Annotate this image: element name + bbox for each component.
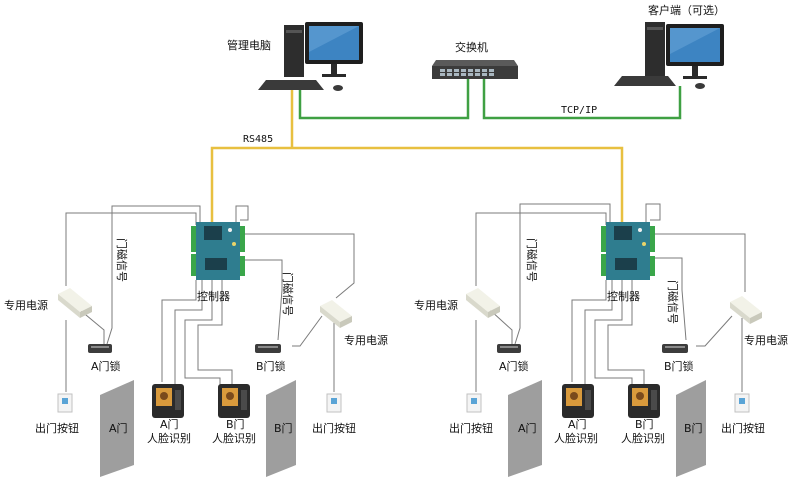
exit-button-icon	[326, 393, 342, 413]
face-a-label-line1: A门	[568, 417, 587, 431]
client-label: 客户端（可选）	[648, 3, 725, 17]
lock-a-label: A门锁	[499, 359, 529, 373]
pc-tower-icon	[284, 25, 304, 77]
power-label-b: 专用电源	[344, 333, 388, 347]
controller-label: 控制器	[607, 289, 640, 303]
face-terminal-icon	[562, 384, 594, 418]
door-icon	[266, 380, 296, 477]
door-icon	[508, 380, 542, 477]
mouse-icon	[695, 83, 705, 89]
door-sensor-label-b: 门磁信号	[281, 272, 295, 316]
lock-a-label: A门锁	[91, 359, 121, 373]
face-terminal-icon	[152, 384, 184, 418]
face-b-label-line2: 人脸识别	[621, 431, 665, 445]
tcpip-label: TCP/IP	[561, 105, 597, 116]
door-sensor-label-b: 门磁信号	[666, 280, 680, 324]
magnetic-lock-icon	[255, 344, 281, 353]
power-supply-icon	[730, 296, 762, 324]
keyboard-icon	[614, 76, 676, 86]
exit-button-label-a: 出门按钮	[35, 421, 79, 435]
controller-group-2: 控制器 门磁信号 门磁信号 专用电源 专用电源 A门锁 B门锁	[414, 203, 788, 477]
lock-b-label: B门锁	[256, 359, 286, 373]
door-icon	[676, 380, 706, 477]
face-a-label-line2: 人脸识别	[147, 431, 191, 445]
mouse-icon	[333, 85, 343, 91]
switch-icon	[432, 66, 518, 79]
door-sensor-label-a: 门磁信号	[115, 238, 129, 282]
face-terminal-icon	[628, 384, 660, 418]
magnetic-lock-icon	[497, 344, 521, 353]
door-b-label: B门	[684, 421, 703, 435]
tcpip-line-admin	[298, 78, 470, 120]
lock-b-label: B门锁	[664, 359, 694, 373]
exit-button-icon	[466, 393, 482, 413]
door-a-label: A门	[109, 421, 128, 435]
controller-board-icon	[601, 222, 655, 280]
face-a-label-line2: 人脸识别	[554, 431, 598, 445]
keyboard-icon	[258, 80, 324, 90]
power-label-a: 专用电源	[4, 298, 48, 312]
power-label-b: 专用电源	[744, 333, 788, 347]
face-terminal-icon	[218, 384, 250, 418]
face-b-label-line1: B门	[635, 417, 654, 431]
exit-button-label-b: 出门按钮	[721, 421, 765, 435]
tcpip-line-client	[482, 78, 682, 120]
network-switch: 交换机	[432, 40, 518, 79]
door-b-label: B门	[274, 421, 293, 435]
rs485-bus	[210, 86, 624, 222]
client-pc: 客户端（可选）	[614, 3, 725, 89]
pc-tower-icon	[645, 22, 665, 77]
power-supply-icon	[320, 300, 352, 328]
exit-button-label-b: 出门按钮	[312, 421, 356, 435]
exit-button-icon	[734, 393, 750, 413]
exit-button-label-a: 出门按钮	[449, 421, 493, 435]
exit-button-icon	[57, 393, 73, 413]
face-a-label-line1: A门	[160, 417, 179, 431]
controller-board-icon	[191, 222, 245, 280]
power-label-a: 专用电源	[414, 298, 458, 312]
controller-group-1: 控制器 门磁信号 门磁信号 专用电源 专用电源 A门锁 B门锁	[4, 205, 388, 477]
controller-label: 控制器	[197, 289, 230, 303]
door-icon	[100, 380, 134, 477]
magnetic-lock-icon	[88, 344, 112, 353]
power-supply-icon	[58, 288, 92, 318]
face-b-label-line1: B门	[226, 417, 245, 431]
magnetic-lock-icon	[662, 344, 688, 353]
door-sensor-label-a: 门磁信号	[525, 238, 539, 282]
face-b-label-line2: 人脸识别	[212, 431, 256, 445]
switch-label: 交换机	[455, 40, 488, 54]
power-supply-icon	[466, 288, 500, 318]
rs485-label: RS485	[243, 134, 273, 145]
admin-pc: 管理电脑	[227, 22, 363, 91]
admin-pc-label: 管理电脑	[227, 38, 271, 52]
door-a-label: A门	[518, 421, 537, 435]
